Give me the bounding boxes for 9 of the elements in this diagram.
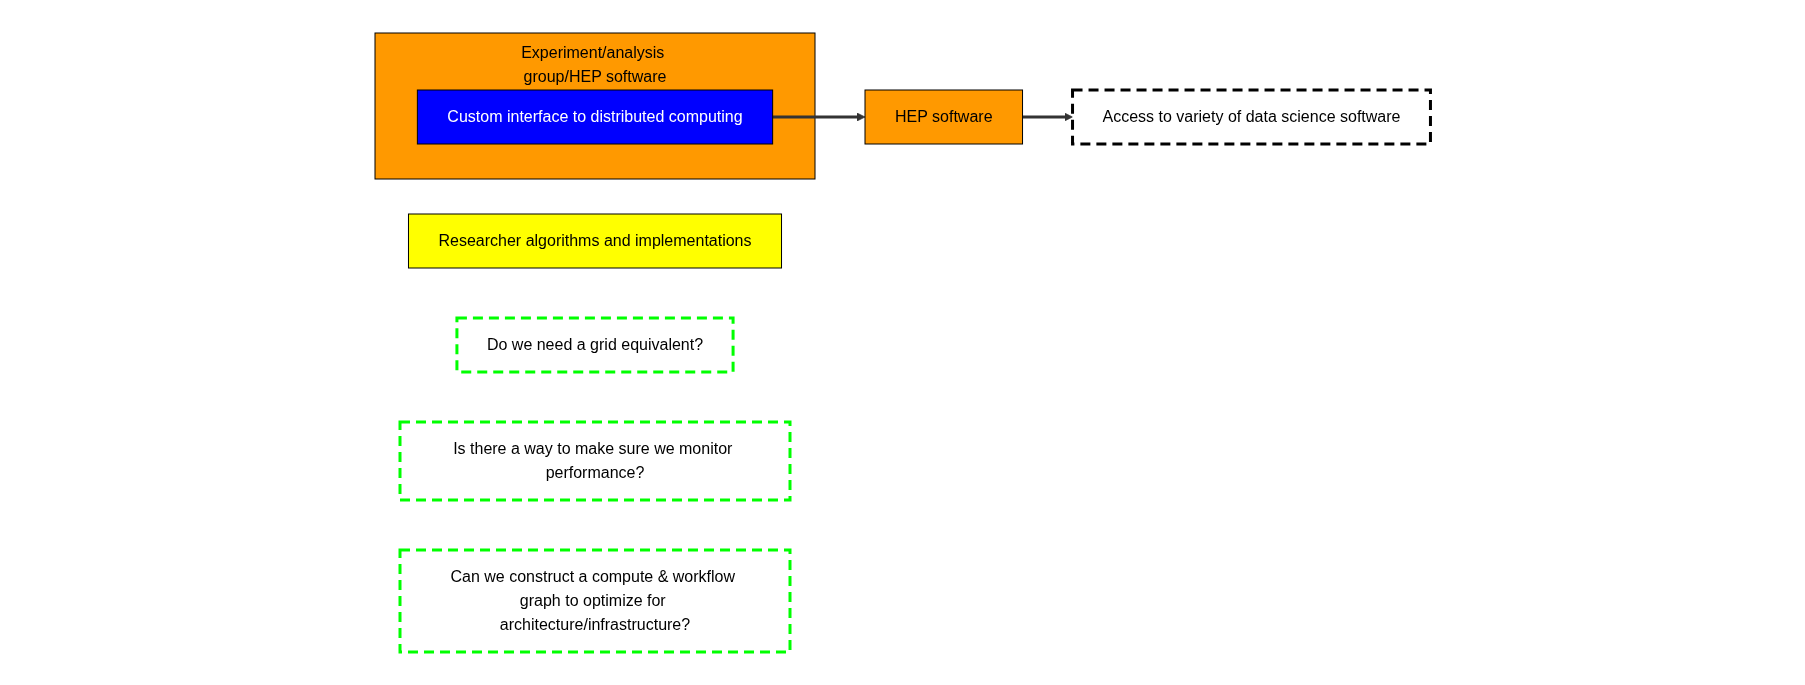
node-box: HEP software (864, 89, 1023, 145)
node-box: Can we construct a compute & workflow graph to optimize for architecture/infrastructure? (398, 548, 792, 654)
node-box: Access to variety of data science software (1070, 88, 1432, 146)
node-box: Do we need a grid equivalent? (455, 316, 735, 374)
arrow (1022, 112, 1073, 122)
arrow (772, 112, 866, 122)
node-box: Is there a way to make sure we monitor performance? (398, 420, 792, 502)
node-box: Researcher algorithms and implementations (407, 213, 782, 269)
node-box: Custom interface to distributed computing (416, 89, 773, 145)
